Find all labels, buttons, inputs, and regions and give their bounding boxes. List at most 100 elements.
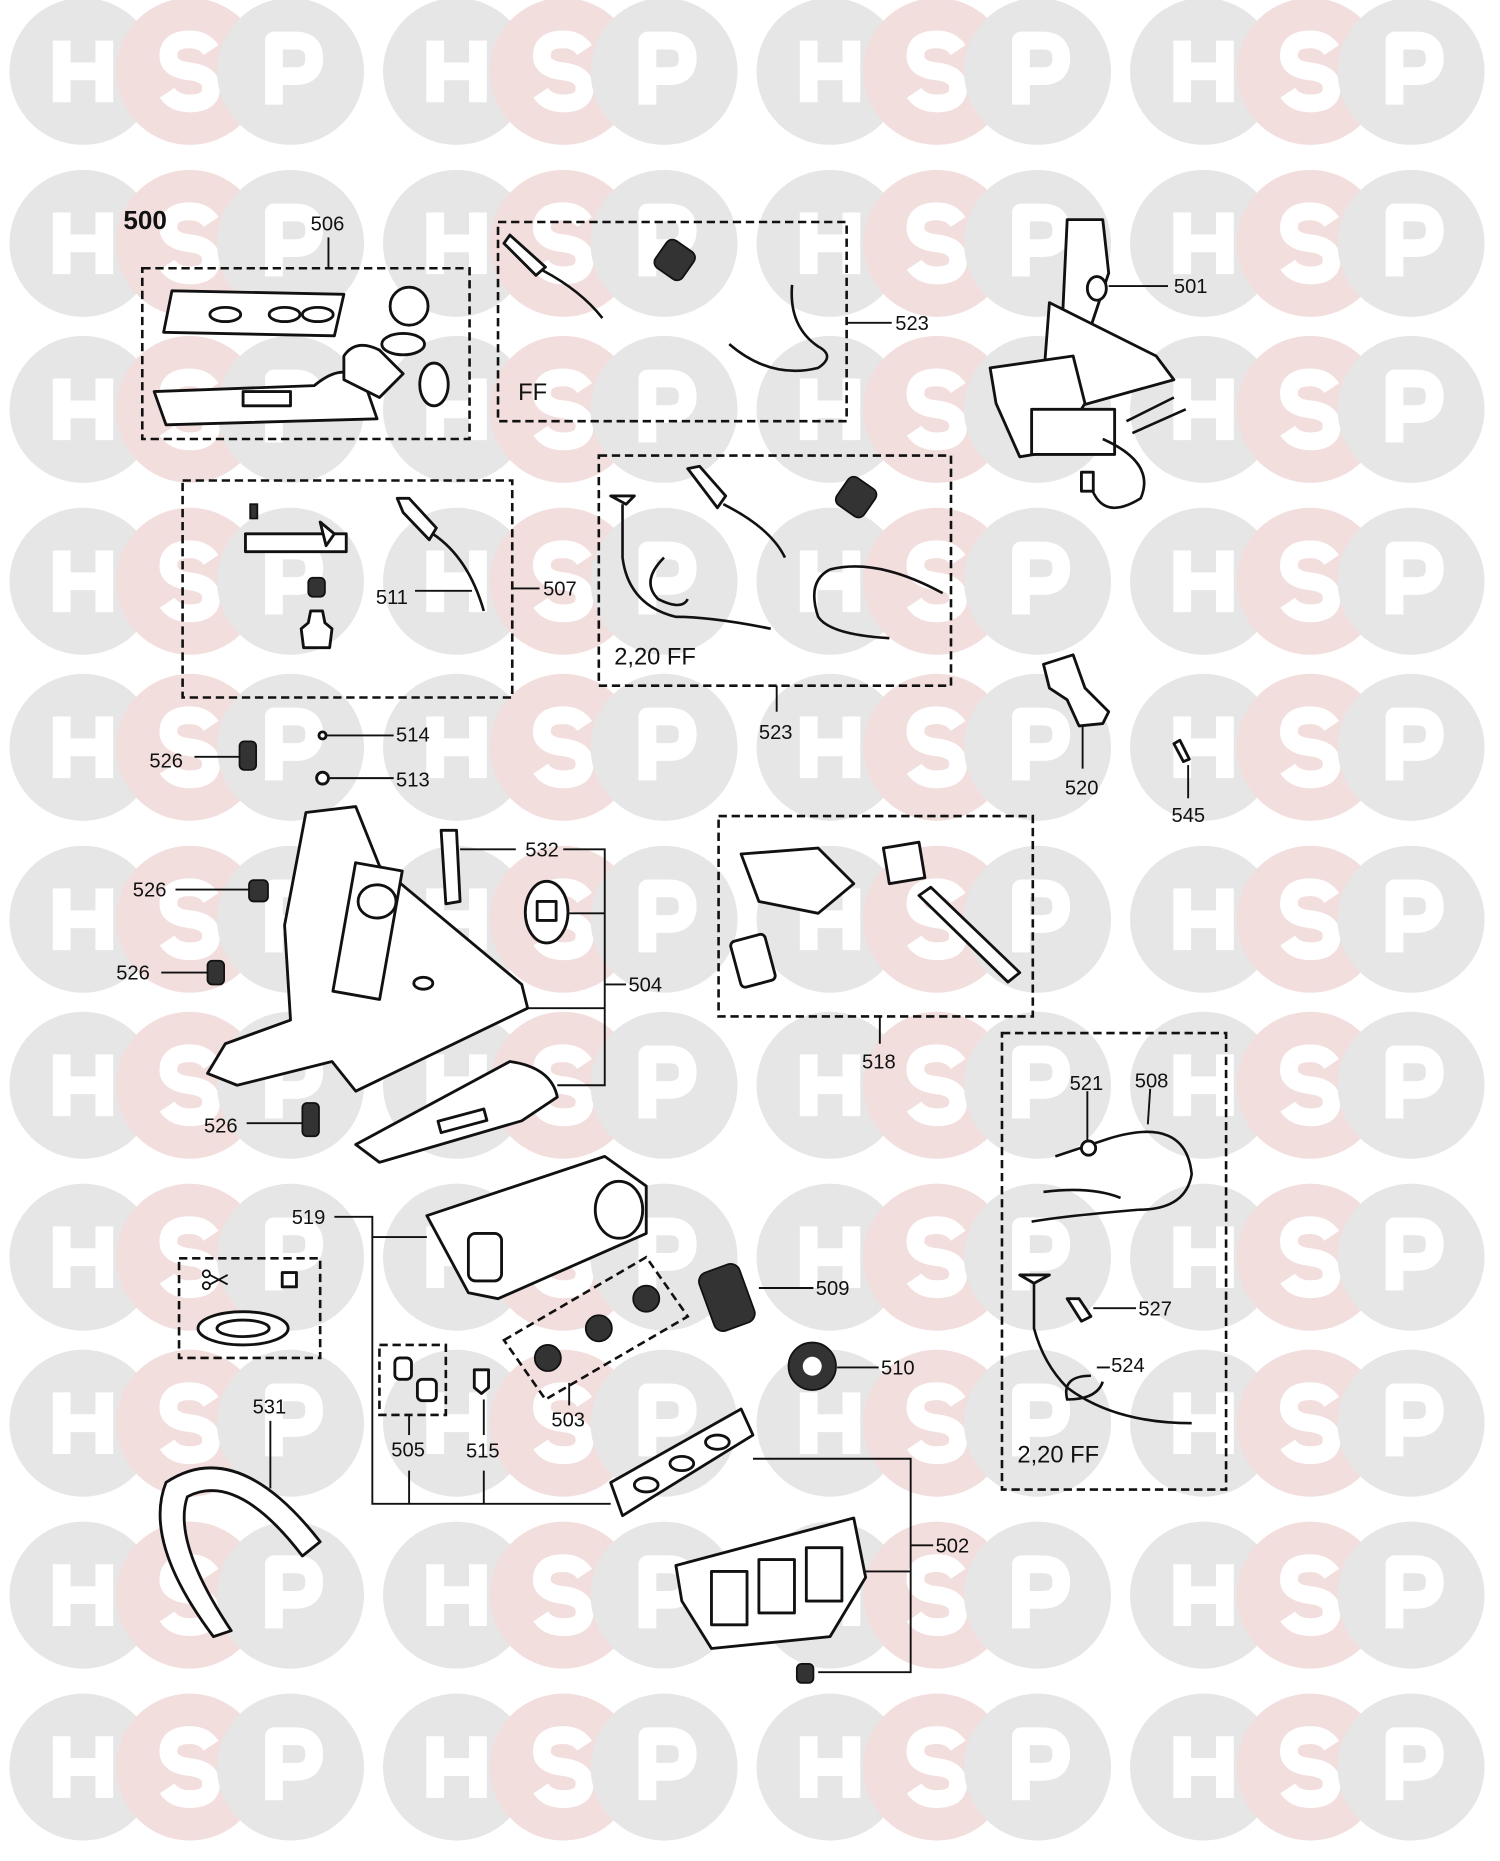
watermark-glyph-h [1173, 888, 1234, 951]
watermark-glyph-h [52, 716, 114, 779]
ignition-kit-518[interactable] [717, 814, 1035, 1044]
valve-body-519[interactable] [425, 1154, 648, 1301]
watermark-glyph-p [638, 1727, 697, 1801]
watermark-glyph-s [906, 1044, 967, 1127]
watermark-glyph-p [1385, 1727, 1444, 1801]
watermark-glyph-s [1280, 202, 1341, 285]
label-523-220ff: 523 [759, 722, 793, 744]
burner-assembly-501[interactable] [988, 218, 1187, 509]
watermark-glyph-h [799, 1054, 861, 1117]
watermark-glyph-s [1280, 1554, 1341, 1637]
watermark-glyph-s [533, 1382, 594, 1465]
watermark-glyph-p [638, 369, 697, 443]
label-515: 515 [466, 1441, 500, 1463]
watermark-glyph-p [265, 1383, 324, 1457]
watermark-glyph-p [638, 707, 697, 781]
watermark-glyph-p [1385, 1045, 1444, 1119]
plug-526-d[interactable] [246, 1102, 320, 1138]
watermark-glyph-p [265, 203, 324, 277]
watermark-glyph-p [1385, 203, 1444, 277]
sensor-kit-523-220ff[interactable] [597, 454, 953, 712]
watermark-glyph-s [906, 30, 967, 113]
watermark-glyph-h [799, 378, 861, 441]
plug-526-a[interactable] [194, 740, 258, 771]
nut-510[interactable] [787, 1341, 837, 1391]
watermark-glyph-p [1385, 1217, 1444, 1291]
label-501: 501 [1174, 276, 1208, 298]
watermark-glyph-s [1280, 878, 1341, 961]
watermark-glyph-s [1280, 1216, 1341, 1299]
lead-kit-box[interactable] [1000, 1031, 1228, 1491]
watermark-glyph-s [533, 30, 594, 113]
watermark-glyph-p [1385, 31, 1444, 105]
watermark-glyph-s [159, 1382, 220, 1465]
screw-515[interactable] [472, 1368, 490, 1395]
watermark-glyph-p [1012, 707, 1071, 781]
watermark-glyph-h [1173, 550, 1234, 613]
solenoid-block-502[interactable] [609, 1407, 868, 1684]
watermark-glyph-h [799, 1226, 861, 1289]
watermark-glyph-p [265, 31, 324, 105]
watermark-glyph-h [52, 1564, 114, 1626]
watermark-glyph-s [906, 878, 967, 961]
label-511: 511 [376, 587, 408, 609]
label-532: 532 [525, 839, 559, 861]
watermark-glyph-h [426, 40, 487, 103]
bracket-520[interactable] [1042, 653, 1111, 769]
watermark-glyph-s [533, 202, 594, 285]
watermark-glyph-s [906, 540, 967, 623]
watermark-glyph-h [799, 40, 861, 103]
watermark-glyph-p [1385, 369, 1444, 443]
watermark-glyph-p [1385, 1555, 1444, 1629]
watermark-glyph-h [799, 550, 861, 613]
label-507: 507 [543, 579, 577, 601]
screw-set-505[interactable] [378, 1343, 448, 1417]
sealing-strip-531[interactable] [158, 1257, 322, 1639]
watermark-glyph-p [1012, 31, 1071, 105]
watermark-glyph-p [638, 1217, 697, 1291]
watermark-glyph-h [52, 212, 114, 275]
watermark-glyph-p [638, 1045, 697, 1119]
label-526-a: 526 [149, 750, 183, 772]
watermark-glyph-h [52, 1392, 114, 1455]
watermark-glyph-h [426, 1392, 487, 1455]
watermark-glyph-p [638, 31, 697, 105]
watermark-glyph-s [159, 540, 220, 623]
label-519: 519 [292, 1207, 326, 1229]
screw-545[interactable] [1172, 738, 1191, 799]
injector-set-503[interactable] [502, 1255, 690, 1402]
label-526-d: 526 [204, 1116, 238, 1138]
watermark-glyph-s [159, 1726, 220, 1808]
watermark-glyph-s [159, 202, 220, 285]
burner-body-504[interactable] [206, 805, 570, 1164]
label-220-ff-523: 2,20 FF [614, 644, 696, 670]
label-523-ff: 523 [895, 313, 929, 335]
watermark-glyph-p [638, 879, 697, 953]
plug-526-c[interactable] [161, 959, 225, 986]
sensor-kit-523-ff[interactable] [496, 220, 892, 423]
label-504: 504 [628, 975, 662, 997]
watermark-glyph-p [638, 541, 697, 615]
watermark-glyph-s [906, 706, 967, 789]
plug-526-b[interactable] [175, 879, 269, 903]
watermark-glyph-s [533, 368, 594, 451]
watermark-glyph-s [906, 1554, 967, 1637]
electrode-kit-507[interactable] [181, 479, 540, 699]
label-502: 502 [936, 1535, 970, 1557]
solenoid-509[interactable] [696, 1261, 757, 1334]
watermark-glyph-s [1280, 30, 1341, 113]
watermark-glyph-s [1280, 1382, 1341, 1465]
washer-513[interactable] [315, 770, 394, 786]
label-545: 545 [1172, 805, 1206, 827]
watermark-glyph-p [1012, 1383, 1071, 1457]
gasket-kit-506[interactable] [140, 237, 471, 441]
watermark-glyph-s [906, 368, 967, 451]
watermark-glyph-h [799, 212, 861, 275]
watermark-glyph-p [265, 1555, 324, 1629]
label-527: 527 [1138, 1298, 1172, 1320]
washer-514[interactable] [317, 730, 394, 741]
watermark-glyph-s [159, 30, 220, 113]
watermark-glyph-h [52, 1736, 114, 1798]
label-531: 531 [253, 1397, 287, 1419]
watermark-glyph-h [1173, 1564, 1234, 1626]
